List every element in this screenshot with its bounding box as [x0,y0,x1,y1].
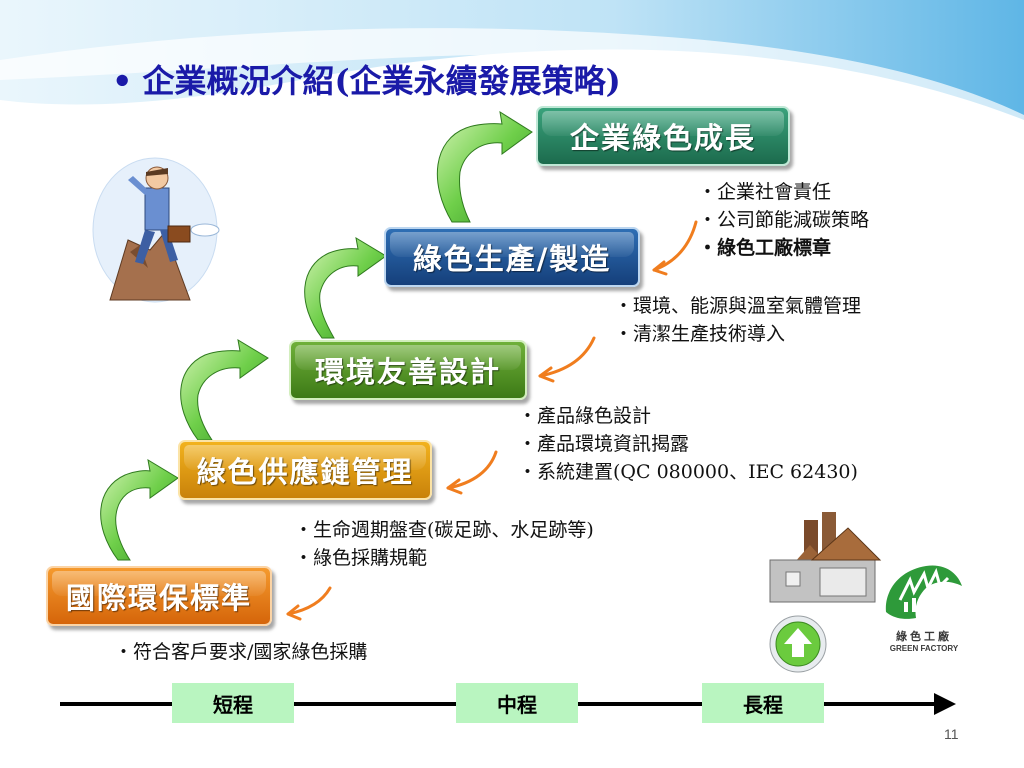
notes-standard: ‧符合客戶要求/國家綠色採購 [114,638,367,666]
page-title-text: 企業概況介紹(企業永續發展策略) [142,62,621,100]
note-item: ‧綠色工廠標章 [698,237,832,259]
step-international-standard: 國際環保標準 [46,566,272,626]
note-item: ‧符合客戶要求/國家綠色採購 [114,641,368,663]
curved-arrow-icon [436,110,533,223]
step-label: 國際環保標準 [65,581,252,615]
notes-production: ‧環境、能源與溫室氣體管理 ‧清潔生產技術導入 [614,292,861,348]
page-number: 11 [944,726,959,742]
notes-growth: ‧企業社會責任 ‧公司節能減碳策略 ‧綠色工廠標章 [698,178,869,262]
note-item: ‧環境、能源與溫室氣體管理 [614,295,862,317]
curved-arrow-icon [304,237,387,339]
step-label: 綠色供應鏈管理 [196,455,414,489]
step-green-production: 綠色生產/製造 [384,227,640,287]
step-green-supply-chain: 綠色供應鏈管理 [178,440,432,500]
orange-pointer-arrow-icon [538,336,596,383]
factory-icon [769,512,882,603]
orange-pointer-arrow-icon [286,586,332,621]
bullet-dot-icon: • [112,62,133,100]
header-swoosh-background [0,0,1024,125]
orange-pointer-arrow-icon [446,450,498,495]
note-item: ‧綠色採購規範 [294,547,428,569]
note-item: ‧系統建置(QC 080000、IEC 62430) [518,461,858,483]
curved-arrow-icon [100,459,179,561]
note-item: ‧生命週期盤查(碳足跡、水足跡等) [294,519,594,541]
timeline-long-term: 長程 [702,683,824,723]
note-item: ‧公司節能減碳策略 [698,209,870,231]
step-label: 綠色生產/製造 [412,242,612,276]
timeline-mid-term: 中程 [456,683,578,723]
green-factory-logo [885,565,962,619]
step-eco-design: 環境友善設計 [289,340,527,400]
green-factory-logo-text: 綠色工廠 GREEN FACTORY [876,632,972,654]
logo-en-text: GREEN FACTORY [889,644,959,653]
timeline-short-term: 短程 [172,683,294,723]
note-item: ‧清潔生產技術導入 [614,323,786,345]
notes-supply: ‧生命週期盤查(碳足跡、水足跡等) ‧綠色採購規範 [294,516,594,572]
notes-design: ‧產品綠色設計 ‧產品環境資訊揭露 ‧系統建置(QC 080000、IEC 62… [518,402,858,486]
note-item: ‧產品環境資訊揭露 [518,433,690,455]
page-title: •企業概況介紹(企業永續發展策略) [112,56,621,102]
curved-arrow-icon [180,339,269,441]
logo-zh-text: 綠色工廠 [896,631,952,643]
orange-pointer-arrow-icon [652,220,698,276]
note-item: ‧產品綠色設計 [518,405,652,427]
step-green-growth: 企業綠色成長 [536,106,790,166]
businessman-on-rock-icon [92,157,220,303]
step-label: 企業綠色成長 [569,121,756,155]
up-arrow-button-icon [769,615,827,673]
note-item: ‧企業社會責任 [698,181,832,203]
step-label: 環境友善設計 [314,355,501,389]
